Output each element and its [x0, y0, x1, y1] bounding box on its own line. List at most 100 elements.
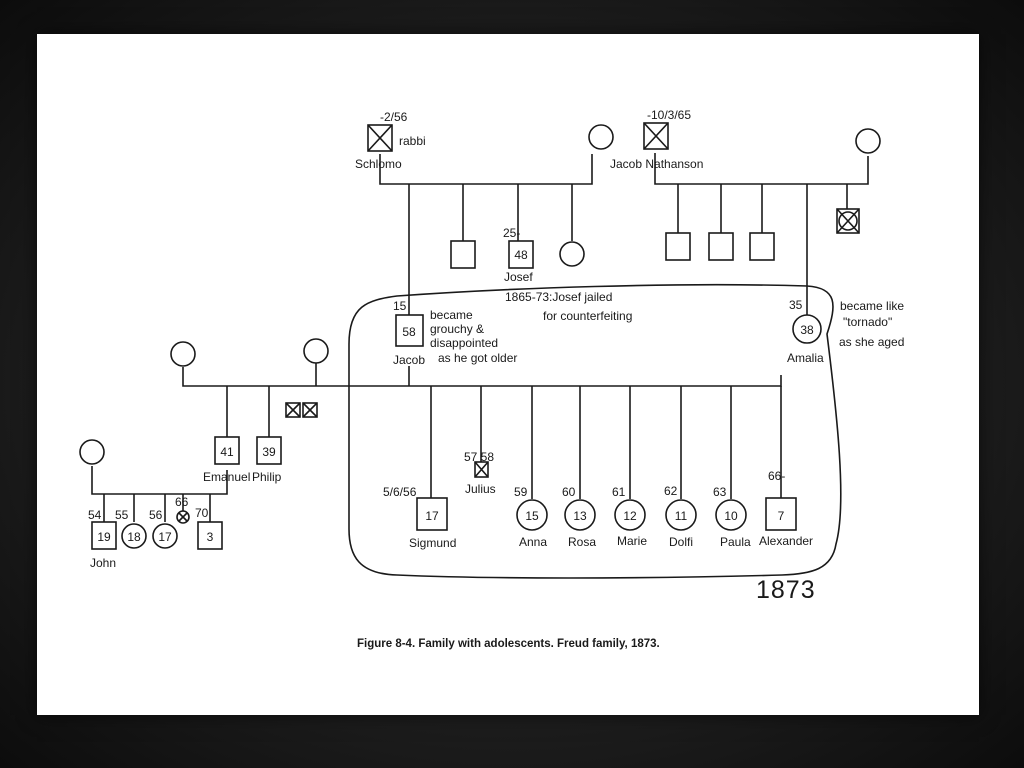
person-sigmund — [416, 497, 448, 531]
dolfi-birth: 62 — [664, 484, 678, 498]
person-sibling-male — [450, 240, 476, 269]
person-marie — [614, 499, 646, 531]
marie-birth: 61 — [612, 485, 626, 499]
schlomo-name: Schlomo — [355, 157, 402, 171]
person-anna — [516, 499, 548, 531]
slide: -2/56 rabbi Schlomo -10/3/65 Jacob Natha… — [37, 34, 979, 715]
jacob-birth: 15 — [393, 299, 407, 313]
person-dolfi — [665, 499, 697, 531]
person-nathanson-son-3 — [749, 232, 775, 261]
jacob-name: Jacob — [393, 353, 425, 367]
emanuel-age: 41 — [220, 445, 234, 459]
amalia-note-line-1: became like — [840, 299, 904, 313]
josef-age: 48 — [514, 248, 528, 262]
jacob-note-line-4: as he got older — [438, 351, 517, 365]
philip-name: Philip — [252, 470, 282, 484]
person-schlomo — [367, 124, 393, 152]
amalia-name: Amalia — [787, 351, 824, 365]
person-josef — [508, 240, 534, 269]
rosa-name: Rosa — [568, 535, 596, 549]
dolfi-name: Dolfi — [669, 535, 693, 549]
marriage-line-jacob — [182, 367, 782, 387]
labels: -2/56 rabbi Schlomo -10/3/65 Jacob Natha… — [88, 108, 904, 650]
amalia-note-line-2: "tornado" — [843, 315, 892, 329]
grandchild-17-age: 17 — [158, 530, 172, 544]
sigmund-name: Sigmund — [409, 536, 456, 550]
alexander-age: 7 — [778, 509, 785, 523]
grandchild-18-birth: 55 — [115, 508, 129, 522]
person-rosa — [564, 499, 596, 531]
john-birth: 54 — [88, 508, 102, 522]
person-schlomo-wife — [588, 124, 614, 150]
paula-birth: 63 — [713, 485, 727, 499]
person-nathanson-son-1 — [665, 232, 691, 261]
divorce-marks — [285, 402, 318, 418]
nathanson-date: -10/3/65 — [647, 108, 691, 122]
rosa-age: 13 — [573, 509, 587, 523]
schlomo-note: rabbi — [399, 134, 426, 148]
person-jacob-wife-1 — [170, 341, 196, 367]
sigmund-age: 17 — [425, 509, 439, 523]
rosa-birth: 60 — [562, 485, 576, 499]
schlomo-date: -2/56 — [380, 110, 408, 124]
marie-age: 12 — [623, 509, 637, 523]
relationship-lines — [91, 153, 869, 522]
person-jacob-wife-2 — [303, 338, 329, 364]
figure-caption: Figure 8-4. Family with adolescents. Fre… — [357, 638, 660, 650]
grandchild-3-age: 3 — [207, 530, 214, 544]
person-amalia — [792, 314, 822, 344]
jacob-age: 58 — [402, 325, 416, 339]
person-jacob — [395, 314, 424, 347]
person-nathanson-deceased — [836, 208, 860, 234]
jacob-note-line-1: became — [430, 308, 473, 322]
person-nathanson-son-2 — [708, 232, 734, 261]
grandchild-17-birth: 56 — [149, 508, 163, 522]
person-emanuel-wife — [79, 439, 105, 465]
person-john — [91, 521, 117, 550]
dolfi-age: 11 — [675, 509, 688, 523]
anna-age: 15 — [525, 509, 539, 523]
john-age: 19 — [97, 530, 111, 544]
jacob-note-line-2: grouchy & — [430, 322, 484, 336]
julius-name: Julius — [465, 482, 496, 496]
marriage-line-emanuel — [91, 466, 228, 495]
person-emanuel — [214, 436, 240, 465]
julius-birth: 57 58 — [464, 450, 494, 464]
sigmund-birth: 5/6/56 — [383, 485, 417, 499]
person-grandchild-deceased — [176, 510, 190, 524]
marriage-line-schlomo — [379, 154, 593, 185]
genogram-diagram: -2/56 rabbi Schlomo -10/3/65 Jacob Natha… — [79, 108, 904, 650]
person-julius — [474, 461, 489, 478]
anna-birth: 59 — [514, 485, 528, 499]
amalia-note-line-3: as she aged — [839, 335, 904, 349]
person-grandchild-17 — [152, 523, 178, 549]
jacob-note-line-3: disappointed — [430, 336, 498, 350]
person-philip — [256, 436, 282, 465]
alexander-name: Alexander — [759, 534, 813, 548]
philip-age: 39 — [262, 445, 276, 459]
year-label: 1873 — [756, 576, 816, 604]
person-nathanson-wife — [855, 128, 881, 154]
person-jacob-nathanson — [643, 122, 669, 150]
person-paula — [715, 499, 747, 531]
person-grandchild-18 — [121, 523, 147, 549]
person-sibling-female — [559, 241, 585, 267]
household-boundary — [348, 283, 842, 579]
josef-note-line-2: for counterfeiting — [543, 309, 632, 323]
grandchild-deceased-birth: 66 — [175, 495, 189, 509]
anna-name: Anna — [519, 535, 547, 549]
person-grandchild-3 — [197, 521, 223, 550]
amalia-birth: 35 — [789, 298, 803, 312]
nathanson-name: Jacob Nathanson — [610, 157, 703, 171]
person-alexander — [765, 497, 797, 531]
grandchild-3-birth: 70 — [195, 506, 209, 520]
grandchild-18-age: 18 — [127, 530, 141, 544]
marie-name: Marie — [617, 534, 647, 548]
josef-name: Josef — [504, 270, 533, 284]
john-name: John — [90, 556, 116, 570]
alexander-birth: 66- — [768, 469, 785, 483]
emanuel-name: Emanuel — [203, 470, 250, 484]
amalia-age: 38 — [800, 323, 814, 337]
josef-birth: 25- — [503, 226, 520, 240]
paula-age: 10 — [724, 509, 738, 523]
